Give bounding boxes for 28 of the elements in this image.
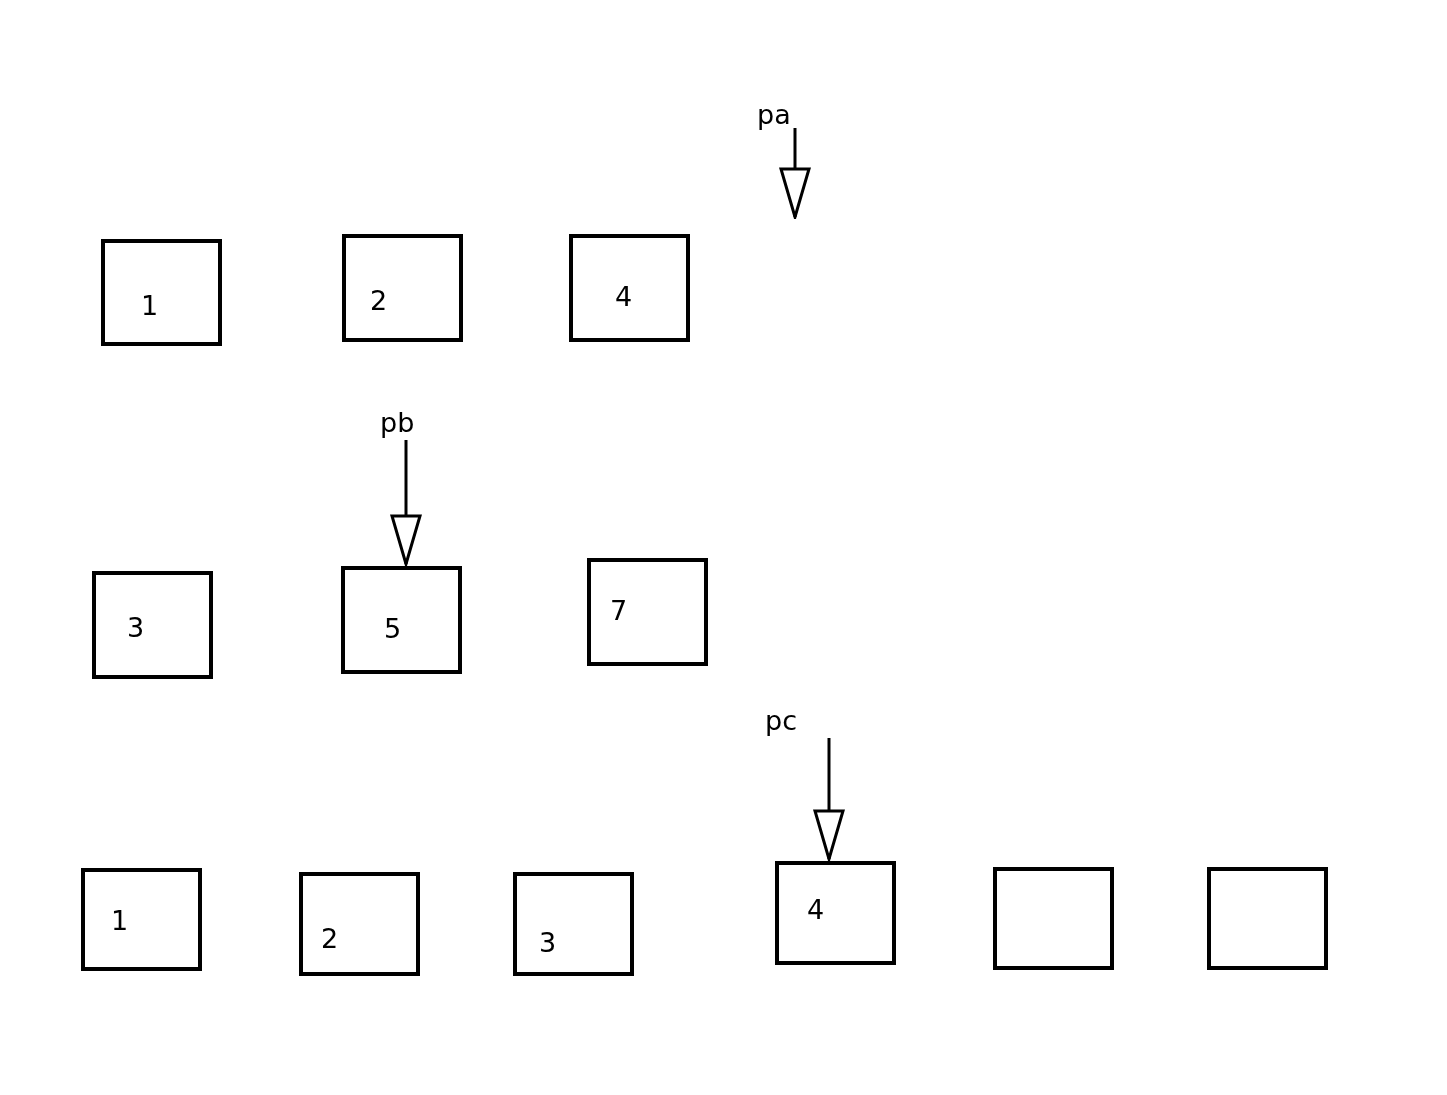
node-value: 1 — [141, 291, 159, 321]
list-node-box — [299, 872, 420, 976]
pointer-arrow — [390, 440, 422, 566]
list-node-box — [92, 571, 213, 679]
empty-box — [993, 867, 1114, 970]
node-value: 2 — [370, 286, 388, 316]
node-value: 1 — [111, 906, 129, 936]
list-node-box — [101, 239, 222, 346]
node-value: 4 — [615, 282, 633, 312]
list-node-box — [587, 558, 708, 666]
node-value: 5 — [384, 614, 402, 644]
list-node-box — [342, 234, 463, 342]
pointer-label: pc — [765, 706, 797, 736]
node-value: 4 — [807, 895, 825, 925]
pointer-label: pa — [757, 100, 791, 130]
list-node-box — [569, 234, 690, 342]
empty-box — [1207, 867, 1328, 970]
list-node-box — [775, 861, 896, 965]
list-node-box — [513, 872, 634, 976]
list-node-box — [341, 566, 462, 674]
pointer-label: pb — [380, 408, 415, 438]
node-value: 7 — [610, 596, 628, 626]
list-node-box — [81, 868, 202, 971]
node-value: 3 — [539, 928, 557, 958]
pointer-arrow — [779, 128, 811, 219]
node-value: 3 — [127, 613, 145, 643]
pointer-arrow — [813, 738, 845, 861]
node-value: 2 — [321, 924, 339, 954]
